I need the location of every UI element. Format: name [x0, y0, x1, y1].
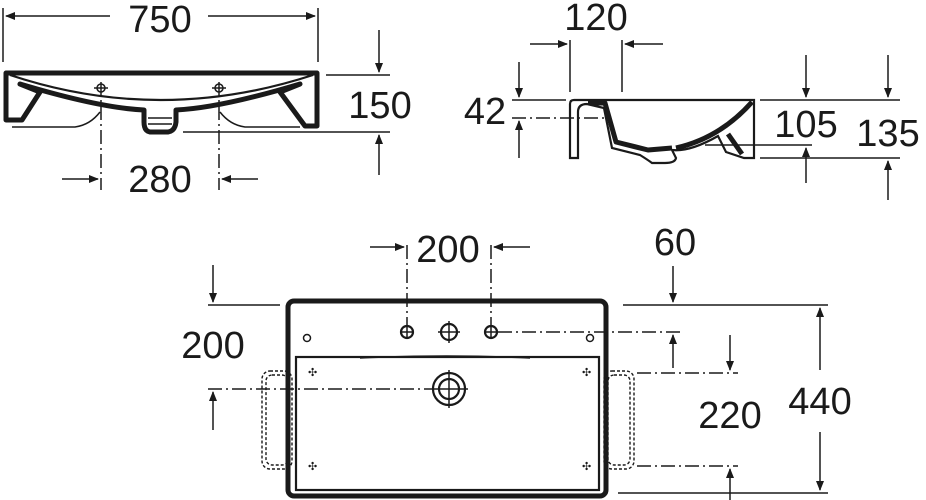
side-view: 120 42 105 135 — [464, 0, 920, 200]
svg-text:✣: ✣ — [582, 367, 591, 379]
svg-text:✣: ✣ — [308, 461, 317, 473]
inner-height-dimension: 105 — [774, 104, 837, 146]
tap-hole-left-icon — [399, 324, 415, 340]
top-tap-spacing-dimension: 200 — [416, 229, 479, 271]
top-view: 200 — [181, 222, 852, 500]
basin-front-outline — [3, 70, 320, 135]
overflow-height-dimension: 42 — [464, 91, 506, 133]
bracket-spacing-dimension: 220 — [698, 395, 761, 437]
tap-spacing-dimension: 280 — [128, 159, 191, 201]
bracket-right — [603, 370, 635, 470]
width-dimension: 750 — [128, 0, 191, 41]
svg-text:✣: ✣ — [308, 367, 317, 379]
total-height-dimension: 135 — [856, 113, 919, 155]
depth-dimension: 120 — [564, 0, 627, 39]
tap-hole-center-icon — [438, 321, 460, 343]
total-depth-dimension: 440 — [788, 381, 851, 423]
drain-offset-dimension: 200 — [181, 325, 244, 367]
tap-offset-dimension: 60 — [654, 222, 696, 264]
front-view: 750 280 150 — [2, 0, 412, 201]
basin-side-outline — [568, 98, 756, 165]
height-dimension: 150 — [348, 85, 411, 127]
bracket-left — [261, 370, 293, 470]
mounting-hole-icon — [302, 333, 312, 343]
svg-text:✣: ✣ — [582, 461, 591, 473]
tap-hole-right-icon — [483, 324, 499, 340]
mounting-hole-icon — [585, 333, 595, 343]
drain-icon — [430, 370, 468, 408]
